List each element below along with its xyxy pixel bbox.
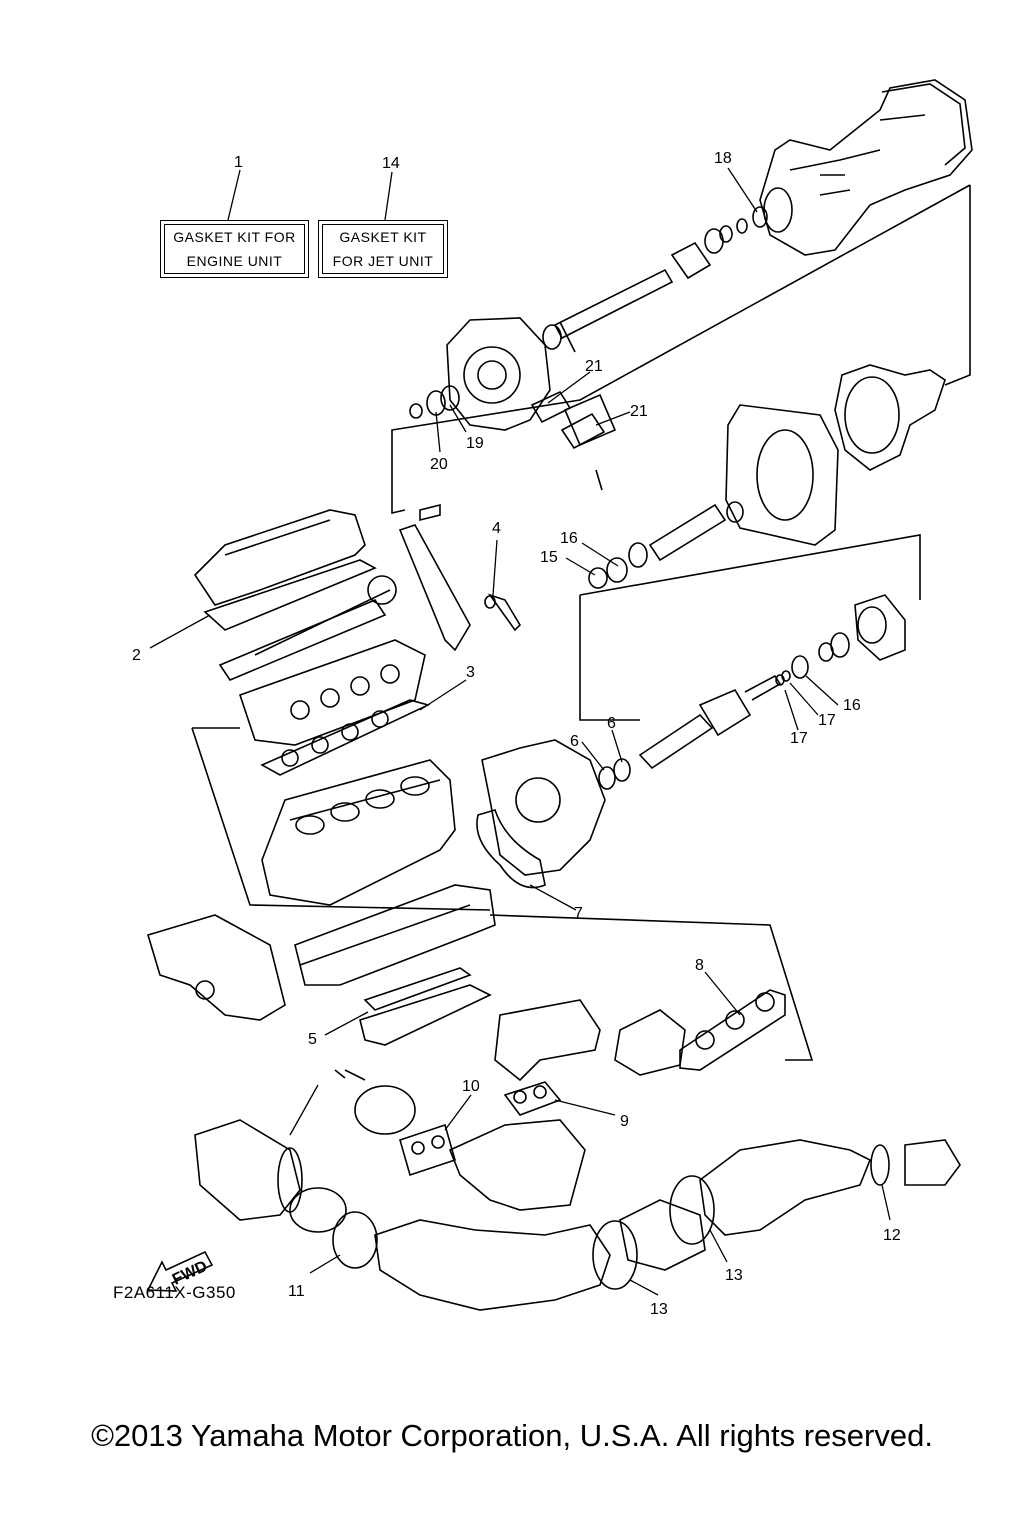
callout-16a: 16: [560, 530, 578, 547]
kit-engine-line1: GASKET KIT FOR: [173, 229, 296, 245]
kit-jet-line1: GASKET KIT: [339, 229, 427, 245]
callout-13b: 13: [650, 1301, 668, 1318]
callout-8: 8: [695, 957, 704, 974]
callout-21b: 21: [630, 403, 648, 420]
pump-housing-illustration: [446, 317, 551, 431]
callout-11: 11: [288, 1283, 305, 1300]
callout-5: 5: [308, 1031, 317, 1048]
gasket-11-shape: [332, 1211, 378, 1269]
coupling-housing-illustration: [481, 739, 606, 876]
callout-12: 12: [883, 1227, 901, 1244]
callout-3: 3: [466, 664, 475, 681]
kit-engine-line2: ENGINE UNIT: [186, 253, 283, 269]
o-ring-18: [752, 206, 768, 228]
gasket-kit-engine-label: GASKET KIT FOR ENGINE UNIT: [160, 220, 309, 278]
fwd-arrow: [146, 1250, 214, 1292]
exhaust-elbow-illustration: [448, 1119, 586, 1211]
callout-16b: 16: [843, 697, 861, 714]
engine-cover-illustration: [147, 914, 286, 1021]
exhaust-manifold-illustration: [494, 999, 686, 1082]
callout-2: 2: [132, 647, 141, 664]
callout-18: 18: [714, 150, 732, 167]
callout-17b: 17: [790, 730, 808, 747]
exploded-parts-diagram: 1 14 18 21 21 19 20 4 16 15 2 3 6 6 16 1…: [132, 79, 973, 1318]
gasket-7-shape: [476, 809, 546, 889]
callout-19: 19: [466, 435, 484, 452]
cylinder-head-illustration: [238, 639, 426, 746]
callout-9: 9: [620, 1113, 629, 1130]
flange-plate-illustration: [725, 404, 839, 546]
callout-6a: 6: [607, 715, 616, 732]
gasket-8-shape: [679, 989, 786, 1071]
cylinder-block-illustration: [261, 759, 456, 906]
jet-nozzle-illustration: [759, 79, 973, 256]
gasket-13b-shape: [669, 1175, 715, 1245]
oil-pan-illustration: [359, 984, 492, 1046]
callout-21a: 21: [585, 358, 603, 375]
callout-6b: 6: [570, 733, 579, 750]
callout-10: 10: [462, 1078, 480, 1095]
exhaust-pipe-illustration: [374, 1219, 611, 1311]
water-lock-illustration: [699, 1139, 872, 1236]
copyright-notice: ©2013 Yamaha Motor Corporation, U.S.A. A…: [91, 1418, 933, 1453]
callout-15: 15: [540, 549, 558, 566]
gasket-2-shape: [203, 559, 377, 631]
gasket-kit-jet-label: GASKET KIT FOR JET UNIT: [318, 220, 448, 278]
callout-20: 20: [430, 456, 448, 473]
callout-13a: 13: [725, 1267, 743, 1284]
intermediate-housing-illustration: [834, 364, 946, 471]
callout-1: 1: [234, 154, 243, 171]
head-cover-illustration: [193, 509, 366, 606]
kit-jet-line2: FOR JET UNIT: [332, 253, 434, 269]
gasket-10-shape: [399, 1123, 456, 1177]
callout-7: 7: [574, 905, 583, 922]
crankcase-illustration: [294, 884, 496, 986]
muffler-illustration: [194, 1119, 303, 1221]
callout-17a: 17: [818, 712, 836, 729]
gasket-9-shape: [503, 1081, 562, 1116]
gasket-12-shape: [870, 1144, 890, 1186]
diagram-code: F2A611X-G350: [113, 1283, 236, 1302]
callout-14: 14: [382, 155, 400, 172]
callout-4: 4: [492, 520, 501, 537]
gasket-13a-shape: [592, 1220, 638, 1290]
